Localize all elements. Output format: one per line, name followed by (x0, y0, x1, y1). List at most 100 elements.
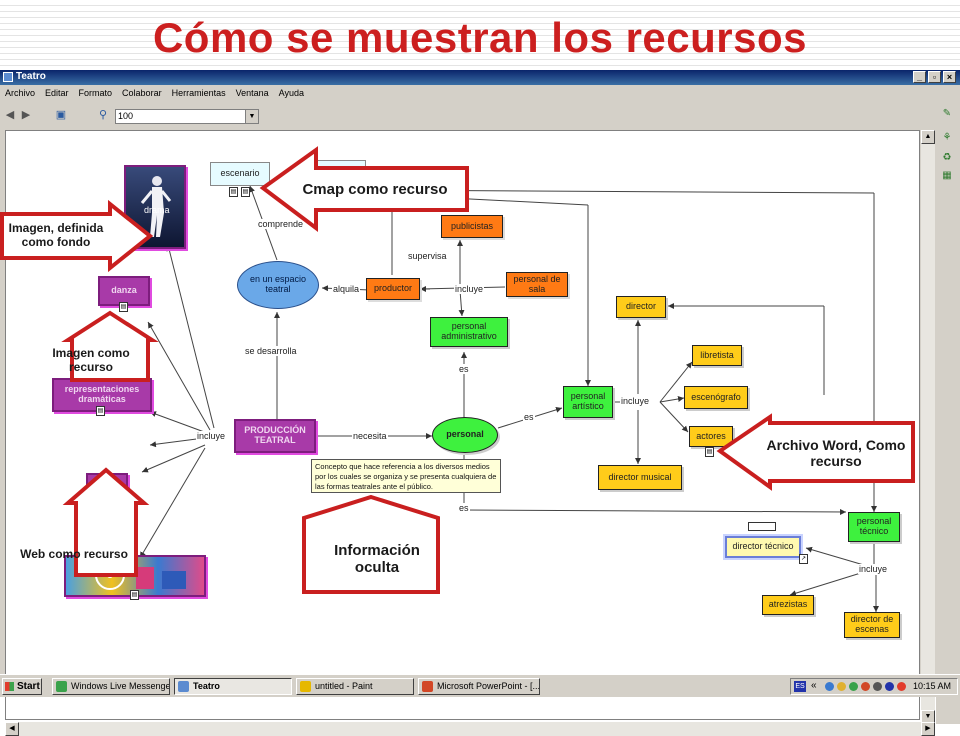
recycle-icon[interactable]: ♻ (942, 152, 952, 163)
drama-caption: drama (144, 205, 170, 215)
task-paint[interactable]: untitled - Paint (296, 678, 414, 695)
tree-icon[interactable]: ⚘ (942, 132, 952, 143)
network-icon[interactable] (825, 682, 834, 691)
resource-icon-director-tecnico[interactable]: ↗ (799, 554, 808, 564)
scroll-left-icon[interactable]: ◀ (5, 722, 19, 736)
windows-logo-icon (5, 682, 14, 691)
menu-ventana[interactable]: Ventana (235, 88, 269, 98)
node-danza[interactable]: danza (98, 276, 150, 306)
minimize-button[interactable]: _ (913, 71, 926, 83)
start-button[interactable]: Start (2, 678, 42, 695)
cmap-resource-icon-2[interactable]: ▤ (241, 187, 250, 197)
security-icon[interactable] (897, 682, 906, 691)
task-powerpoint[interactable]: Microsoft PowerPoint - [... (418, 678, 540, 695)
task-paint-label: untitled - Paint (315, 681, 373, 691)
menu-formato[interactable]: Formato (78, 88, 113, 98)
node-personal-administrativo[interactable]: personal administrativo (430, 317, 508, 347)
zoom-icon[interactable]: ⚲ (98, 109, 108, 121)
side-pane: ✎ ⚘ ♻ ▦ (936, 104, 960, 724)
tray-app-icon-3[interactable] (861, 682, 870, 691)
grid-icon[interactable]: ▦ (942, 170, 952, 181)
link-label-incluye-produccion: incluye (454, 284, 485, 294)
scroll-up-icon[interactable]: ▲ (921, 130, 935, 144)
tray-app-icon-2[interactable] (849, 682, 858, 691)
node-produccion-teatral[interactable]: PRODUCCIÓN TEATRAL (234, 419, 316, 453)
opera-resource-icon[interactable]: ▤ (130, 590, 139, 600)
forward-arrow-icon[interactable]: ▶ (21, 109, 31, 121)
node-espacio-teatral[interactable]: en un espacio teatral (237, 261, 319, 309)
menu-colaborar[interactable]: Colaborar (122, 88, 162, 98)
menu-herramientas[interactable]: Herramientas (171, 88, 226, 98)
word-resource-icon[interactable]: ▤ (705, 447, 714, 457)
node-director-musical[interactable]: director musical (598, 465, 682, 490)
view-icon[interactable]: ▣ (55, 109, 67, 121)
zoom-value: 100 (118, 111, 134, 121)
window-title: Teatro (16, 71, 46, 82)
move-handle-icon[interactable] (748, 522, 776, 531)
informacion-oculta-callout-arrow (302, 494, 440, 594)
link-label-es-admin: es (458, 364, 470, 374)
link-label-es-artistico: es (523, 412, 535, 422)
node-productor[interactable]: productor (366, 278, 420, 300)
menu-editar[interactable]: Editar (45, 88, 69, 98)
window-titlebar: Teatro _ ▫ × (0, 70, 960, 85)
task-messenger-label: Windows Live Messenger (71, 681, 170, 691)
back-arrow-icon[interactable]: ◀ (5, 109, 15, 121)
dancer-image (140, 176, 172, 237)
menu-ayuda[interactable]: Ayuda (278, 88, 305, 98)
imagen-fondo-callout-arrow (0, 199, 154, 273)
link-label-comprende: comprende (257, 219, 305, 229)
callout-web-recurso: Web como recurso (20, 547, 128, 562)
horizontal-scrollbar[interactable]: ◀ ▶ (5, 722, 935, 736)
representaciones-resource-icon[interactable]: ▤ (96, 406, 105, 416)
link-label-incluye-artistico: incluye (620, 396, 651, 406)
tray-app-icon-1[interactable] (837, 682, 846, 691)
link-label-incluye-left: incluye (196, 431, 227, 441)
node-escenario[interactable]: escenario (210, 162, 270, 186)
node-personal-tecnico[interactable]: personal técnico (848, 512, 900, 542)
link-label-incluye-tecnico: incluye (858, 564, 889, 574)
node-director[interactable]: director (616, 296, 666, 318)
system-tray: ES « 10:15 AM (790, 678, 958, 695)
show-hidden-icons-icon[interactable]: « (811, 680, 817, 691)
language-indicator[interactable]: ES (794, 681, 806, 692)
archivo-word-callout-arrow (716, 413, 915, 491)
link-label-supervisa: supervisa (407, 251, 448, 261)
app-icon (3, 72, 13, 82)
imagen-recurso-callout-arrow (61, 310, 159, 382)
cmap-callout-arrow (259, 146, 469, 233)
close-button[interactable]: × (943, 71, 956, 83)
task-teatro[interactable]: Teatro (174, 678, 292, 695)
node-actores[interactable]: actores (689, 426, 733, 447)
cmap-app-icon (178, 681, 189, 692)
node-publicistas[interactable]: publicistas (441, 215, 503, 238)
node-personal[interactable]: personal (432, 417, 498, 453)
clock: 10:15 AM (912, 681, 951, 691)
link-label-es-bottom: es (458, 503, 470, 513)
volume-icon[interactable] (873, 682, 882, 691)
scroll-right-icon[interactable]: ▶ (921, 722, 935, 736)
tray-app-icon-4[interactable] (885, 682, 894, 691)
link-label-alquila: alquila (332, 284, 361, 294)
messenger-icon (56, 681, 67, 692)
callout-arrows (0, 146, 915, 594)
task-messenger[interactable]: Windows Live Messenger (52, 678, 170, 695)
cmap-resource-icon[interactable]: ▤ (229, 187, 238, 197)
node-personal-artistico[interactable]: personal artístico (563, 386, 613, 418)
node-escenografo[interactable]: escenógrafo (684, 386, 748, 409)
powerpoint-icon (422, 681, 433, 692)
node-libretista[interactable]: libretista (692, 345, 742, 366)
node-atrezistas[interactable]: atrezistas (762, 595, 814, 615)
node-director-de-escenas[interactable]: director de escenas (844, 612, 900, 638)
node-personal-de-sala[interactable]: personal de sala (506, 272, 568, 297)
slide-title: Cómo se muestran los recursos (152, 14, 808, 61)
web-recurso-callout-arrow (62, 467, 150, 577)
menu-archivo[interactable]: Archivo (5, 88, 36, 98)
zoom-select[interactable]: 100 ▼ (115, 109, 259, 124)
pencil-icon[interactable]: ✎ (942, 108, 952, 119)
toolbar: ◀ ▶ ▣ ⚲ (0, 104, 960, 128)
image-resource-icon[interactable]: ▤ (119, 302, 128, 312)
chevron-down-icon[interactable]: ▼ (245, 110, 258, 123)
restore-button[interactable]: ▫ (928, 71, 941, 83)
node-director-tecnico[interactable]: director técnico (725, 536, 801, 558)
